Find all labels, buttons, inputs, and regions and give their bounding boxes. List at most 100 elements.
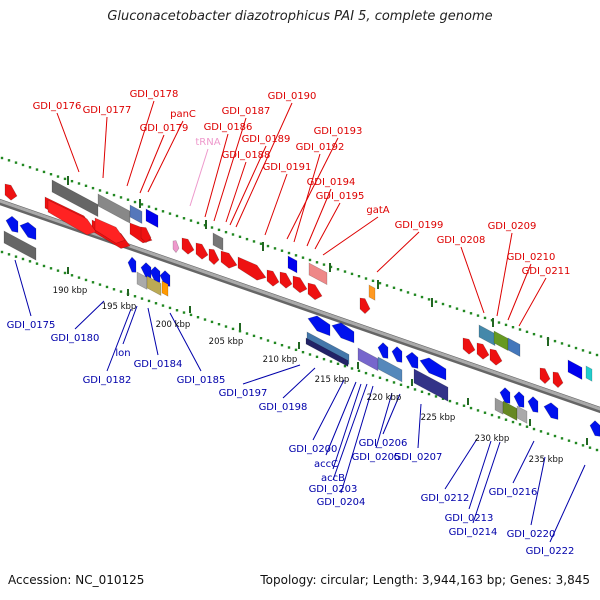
gene-arrow-forward	[266, 269, 280, 287]
top-dot	[371, 279, 375, 283]
gene-label-bottom: GDI_0185	[177, 375, 226, 386]
gene-label-bottom: GDI_0212	[421, 493, 470, 504]
bottom-dot	[105, 285, 109, 289]
callout-line	[213, 117, 247, 222]
gene-block-salmon	[308, 262, 328, 286]
top-dot	[476, 314, 480, 317]
top-dot	[7, 159, 11, 162]
gene-label-top: GDI_0208	[437, 235, 486, 246]
gene-label-top: GDI_0186	[204, 122, 253, 133]
gene-label-bottom: GDI_0203	[309, 484, 358, 495]
bottom-dot	[63, 271, 67, 275]
gene-arrow-forward	[181, 237, 195, 255]
gene-arrow-reverse	[499, 387, 511, 404]
gene-label-bottom: GDI_0206	[359, 438, 408, 449]
callout-line	[286, 137, 339, 240]
bottom-dot	[427, 392, 431, 396]
gene-label-bottom: GDI_0184	[134, 359, 183, 370]
gene-block-blue	[567, 359, 583, 381]
bottom-dot	[525, 425, 529, 428]
callout-line	[139, 134, 165, 194]
callout-line	[460, 246, 485, 314]
top-dot	[91, 186, 95, 190]
top-dot	[112, 193, 116, 197]
gene-arrow-forward	[4, 183, 18, 201]
gene-arrow-forward	[140, 226, 152, 244]
top-dot	[441, 302, 445, 306]
top-dot	[182, 217, 186, 220]
gene-block-grey	[51, 179, 99, 218]
gene-label-bottom: GDI_0214	[449, 527, 498, 538]
bottom-dot	[91, 281, 95, 284]
bottom-dot	[28, 260, 32, 263]
gene-block-lightgrey	[136, 271, 148, 290]
bottom-dot	[77, 276, 81, 279]
bottom-dot	[42, 264, 46, 268]
top-dot	[322, 263, 326, 266]
bottom-dot	[252, 334, 256, 338]
bottom-dot	[518, 423, 522, 426]
top-dot	[231, 233, 235, 236]
gene-block-grey	[97, 193, 131, 224]
top-dot	[595, 353, 599, 357]
bottom-dot	[567, 439, 571, 442]
bottom-dot	[231, 327, 235, 331]
bottom-dot	[336, 362, 340, 366]
backbone	[0, 199, 600, 411]
bottom-dot	[350, 367, 354, 370]
bottom-dot	[483, 411, 487, 414]
bottom-dot	[532, 427, 536, 431]
callout-line	[122, 305, 138, 345]
gene-label-top: GDI_0191	[263, 162, 312, 173]
top-dot	[245, 237, 249, 241]
top-dot	[343, 270, 347, 273]
top-dot	[161, 210, 165, 213]
gene-block-lightgrey	[494, 397, 504, 415]
top-dot	[553, 339, 557, 343]
top-dot	[539, 335, 543, 338]
scale-label: 205 kbp	[209, 337, 244, 347]
top-dot	[35, 168, 39, 171]
bottom-dot	[406, 385, 410, 389]
top-dot	[483, 316, 487, 320]
gene-arrow-reverse	[405, 351, 419, 369]
top-dot	[497, 321, 501, 324]
gene-arrow-reverse	[391, 346, 403, 363]
top-dot	[364, 277, 368, 280]
bottom-dot	[455, 402, 459, 405]
gene-label-top: GDI_0193	[314, 126, 363, 137]
gene-label-bottom: GDI_0216	[489, 487, 538, 498]
bottom-dot	[322, 357, 326, 361]
callout-line	[322, 216, 379, 256]
scale-label: 200 kbp	[156, 320, 191, 330]
bottom-dot	[35, 262, 39, 265]
gene-arrow-forward	[237, 256, 267, 281]
gene-arrow-forward	[94, 217, 126, 244]
top-dot	[511, 325, 515, 329]
bottom-dot	[504, 418, 508, 421]
bottom-dot	[399, 383, 403, 386]
callout-line	[306, 188, 332, 247]
callout-line	[14, 259, 32, 317]
top-dot	[336, 268, 340, 271]
bottom-dot	[0, 250, 4, 254]
gene-arrow-forward	[208, 248, 220, 266]
bottom-dot	[343, 364, 347, 368]
top-dot	[455, 307, 459, 310]
top-dot	[280, 249, 284, 252]
top-dot	[14, 161, 18, 164]
gene-arrow-reverse	[543, 402, 559, 420]
bottom-dot	[497, 416, 501, 419]
top-dot	[434, 300, 438, 303]
gene-label-bottom: GDI_0180	[51, 333, 100, 344]
top-dot	[70, 179, 74, 183]
scale-label: 225 kbp	[421, 413, 456, 423]
bottom-dot	[266, 339, 270, 342]
gene-features	[3, 179, 600, 437]
gene-block-blue	[287, 255, 298, 274]
scale-label: 210 kbp	[263, 355, 298, 365]
bottom-dot	[511, 420, 515, 424]
callout-line	[444, 438, 478, 490]
top-dot	[469, 312, 473, 315]
